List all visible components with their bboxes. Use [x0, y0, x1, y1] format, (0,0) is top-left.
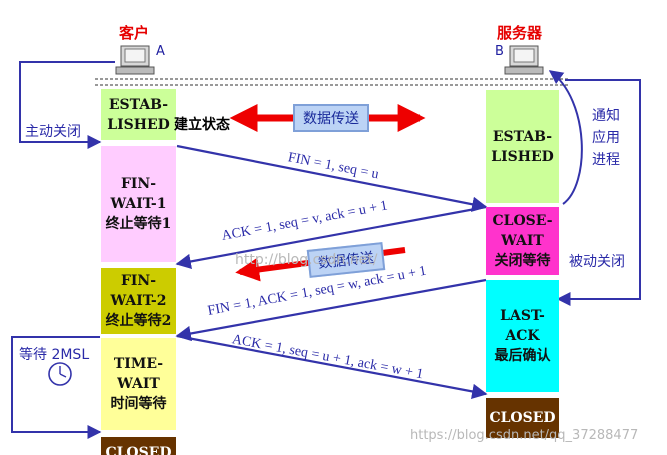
- data-transfer-box-1: 数据传送: [293, 104, 369, 132]
- clock-icon: [48, 362, 72, 386]
- server-state-last-ack: LAST-ACK 最后确认: [486, 280, 559, 392]
- client-state-fin-wait-1: FIN-WAIT-1 终止等待1: [101, 146, 176, 262]
- server-state-estab: ESTAB- LISHED: [486, 90, 559, 203]
- wait-2msl-arrow: [11, 336, 102, 439]
- server-state-close-wait: CLOSE-WAIT 关闭等待: [486, 207, 559, 275]
- watermark-bottom: https://blog.csdn.net/qq_37288477: [410, 428, 639, 443]
- established-label: 建立状态: [174, 117, 230, 133]
- client-state-time-wait: TIME-WAIT 时间等待: [101, 338, 176, 430]
- active-close-label: 主动关闭: [25, 124, 81, 140]
- client-state-fin-wait-2: FIN-WAIT-2 终止等待2: [101, 268, 176, 334]
- server-title: 服务器: [497, 24, 543, 42]
- fin2-arrow: [175, 278, 487, 342]
- client-letter: A: [156, 44, 165, 59]
- client-title: 客户: [119, 24, 150, 42]
- ack1-arrow: [175, 205, 487, 270]
- server-computer-icon: [504, 45, 544, 75]
- active-close-arrow: [19, 61, 115, 149]
- wait-2msl-label: 等待 2MSL: [19, 347, 90, 363]
- passive-close-arrow: [556, 79, 641, 306]
- passive-close-label: 被动关闭: [569, 254, 625, 270]
- client-state-closed: CLOSED: [101, 437, 176, 455]
- watermark-center: http://blog.csdn.net/: [235, 252, 378, 268]
- server-state-closed: CLOSED: [486, 398, 559, 438]
- ack2-arrow: [176, 334, 488, 400]
- server-letter: B: [495, 44, 504, 59]
- notify-app-arrow: [548, 70, 583, 205]
- notify-app-label: 通知 应用 进程: [592, 108, 620, 168]
- fin1-arrow: [176, 144, 488, 212]
- client-state-estab: ESTAB- LISHED: [101, 89, 176, 140]
- client-computer-icon: [115, 45, 155, 75]
